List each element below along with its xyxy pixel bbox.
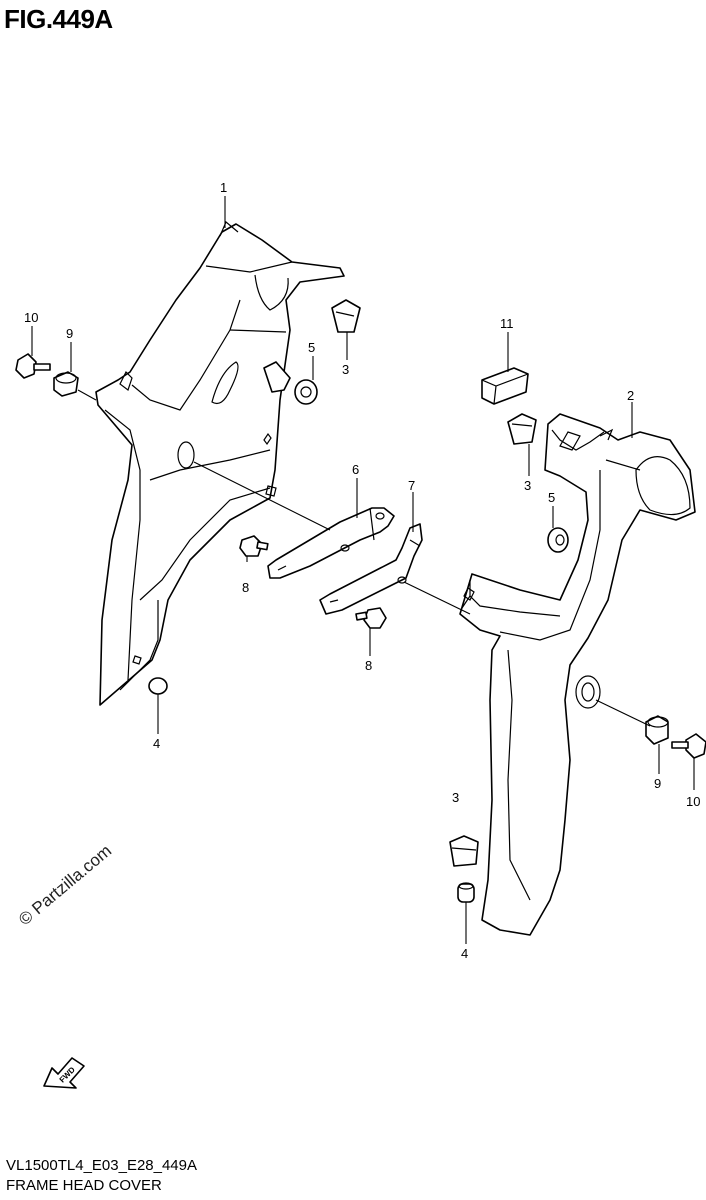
part-8-bolt-a[interactable] <box>239 535 269 557</box>
callout-10a: 10 <box>24 310 38 325</box>
callout-6: 6 <box>352 462 359 477</box>
callout-8b: 8 <box>365 658 372 673</box>
part-6-bracket[interactable] <box>267 507 395 579</box>
callout-3c: 3 <box>452 790 459 805</box>
callout-4b: 4 <box>461 946 468 961</box>
callout-10b: 10 <box>686 794 700 809</box>
callout-7: 7 <box>408 478 415 493</box>
model-code: VL1500TL4_E03_E28_449A <box>6 1157 198 1174</box>
figure-title: FIG.449A <box>4 4 113 34</box>
part-10-bolt-a[interactable] <box>15 353 51 379</box>
callout-8a: 8 <box>242 580 249 595</box>
callout-4a: 4 <box>153 736 160 751</box>
callout-labels: 1 2 3 3 3 4 4 5 5 6 7 8 8 9 9 10 10 11 <box>24 180 700 961</box>
callout-11: 11 <box>500 316 514 331</box>
part-2-right-cover[interactable] <box>459 413 696 936</box>
part-4-grommet-b[interactable] <box>457 882 475 903</box>
part-5-grommet-a[interactable] <box>294 379 318 405</box>
callout-3a: 3 <box>342 362 349 377</box>
callout-5b: 5 <box>548 490 555 505</box>
callout-1: 1 <box>220 180 227 195</box>
part-9-collar-a[interactable] <box>53 371 79 397</box>
part-1-left-cover[interactable] <box>95 221 345 706</box>
part-9-collar-b[interactable] <box>645 715 669 745</box>
part-11-cushion-block[interactable] <box>481 367 529 405</box>
callout-2: 2 <box>627 388 634 403</box>
part-3-cushion-a[interactable] <box>331 299 361 333</box>
clip-on-part-1 <box>263 361 291 393</box>
section-name: FRAME HEAD COVER <box>6 1177 162 1194</box>
part-4-grommet-a[interactable] <box>148 677 168 695</box>
part-8-bolt-b[interactable] <box>355 607 387 629</box>
part-10-bolt-b[interactable] <box>671 733 706 759</box>
part-7-bracket[interactable] <box>319 523 423 615</box>
part-3-cushion-b[interactable] <box>507 413 537 445</box>
callout-5a: 5 <box>308 340 315 355</box>
callout-9a: 9 <box>66 326 73 341</box>
callout-9b: 9 <box>654 776 661 791</box>
callout-3b: 3 <box>524 478 531 493</box>
fwd-arrow-icon: FWD <box>43 1057 85 1089</box>
part-3-cushion-c[interactable] <box>449 835 479 867</box>
part-5-grommet-b[interactable] <box>547 527 569 553</box>
leader-lines <box>31 196 695 944</box>
